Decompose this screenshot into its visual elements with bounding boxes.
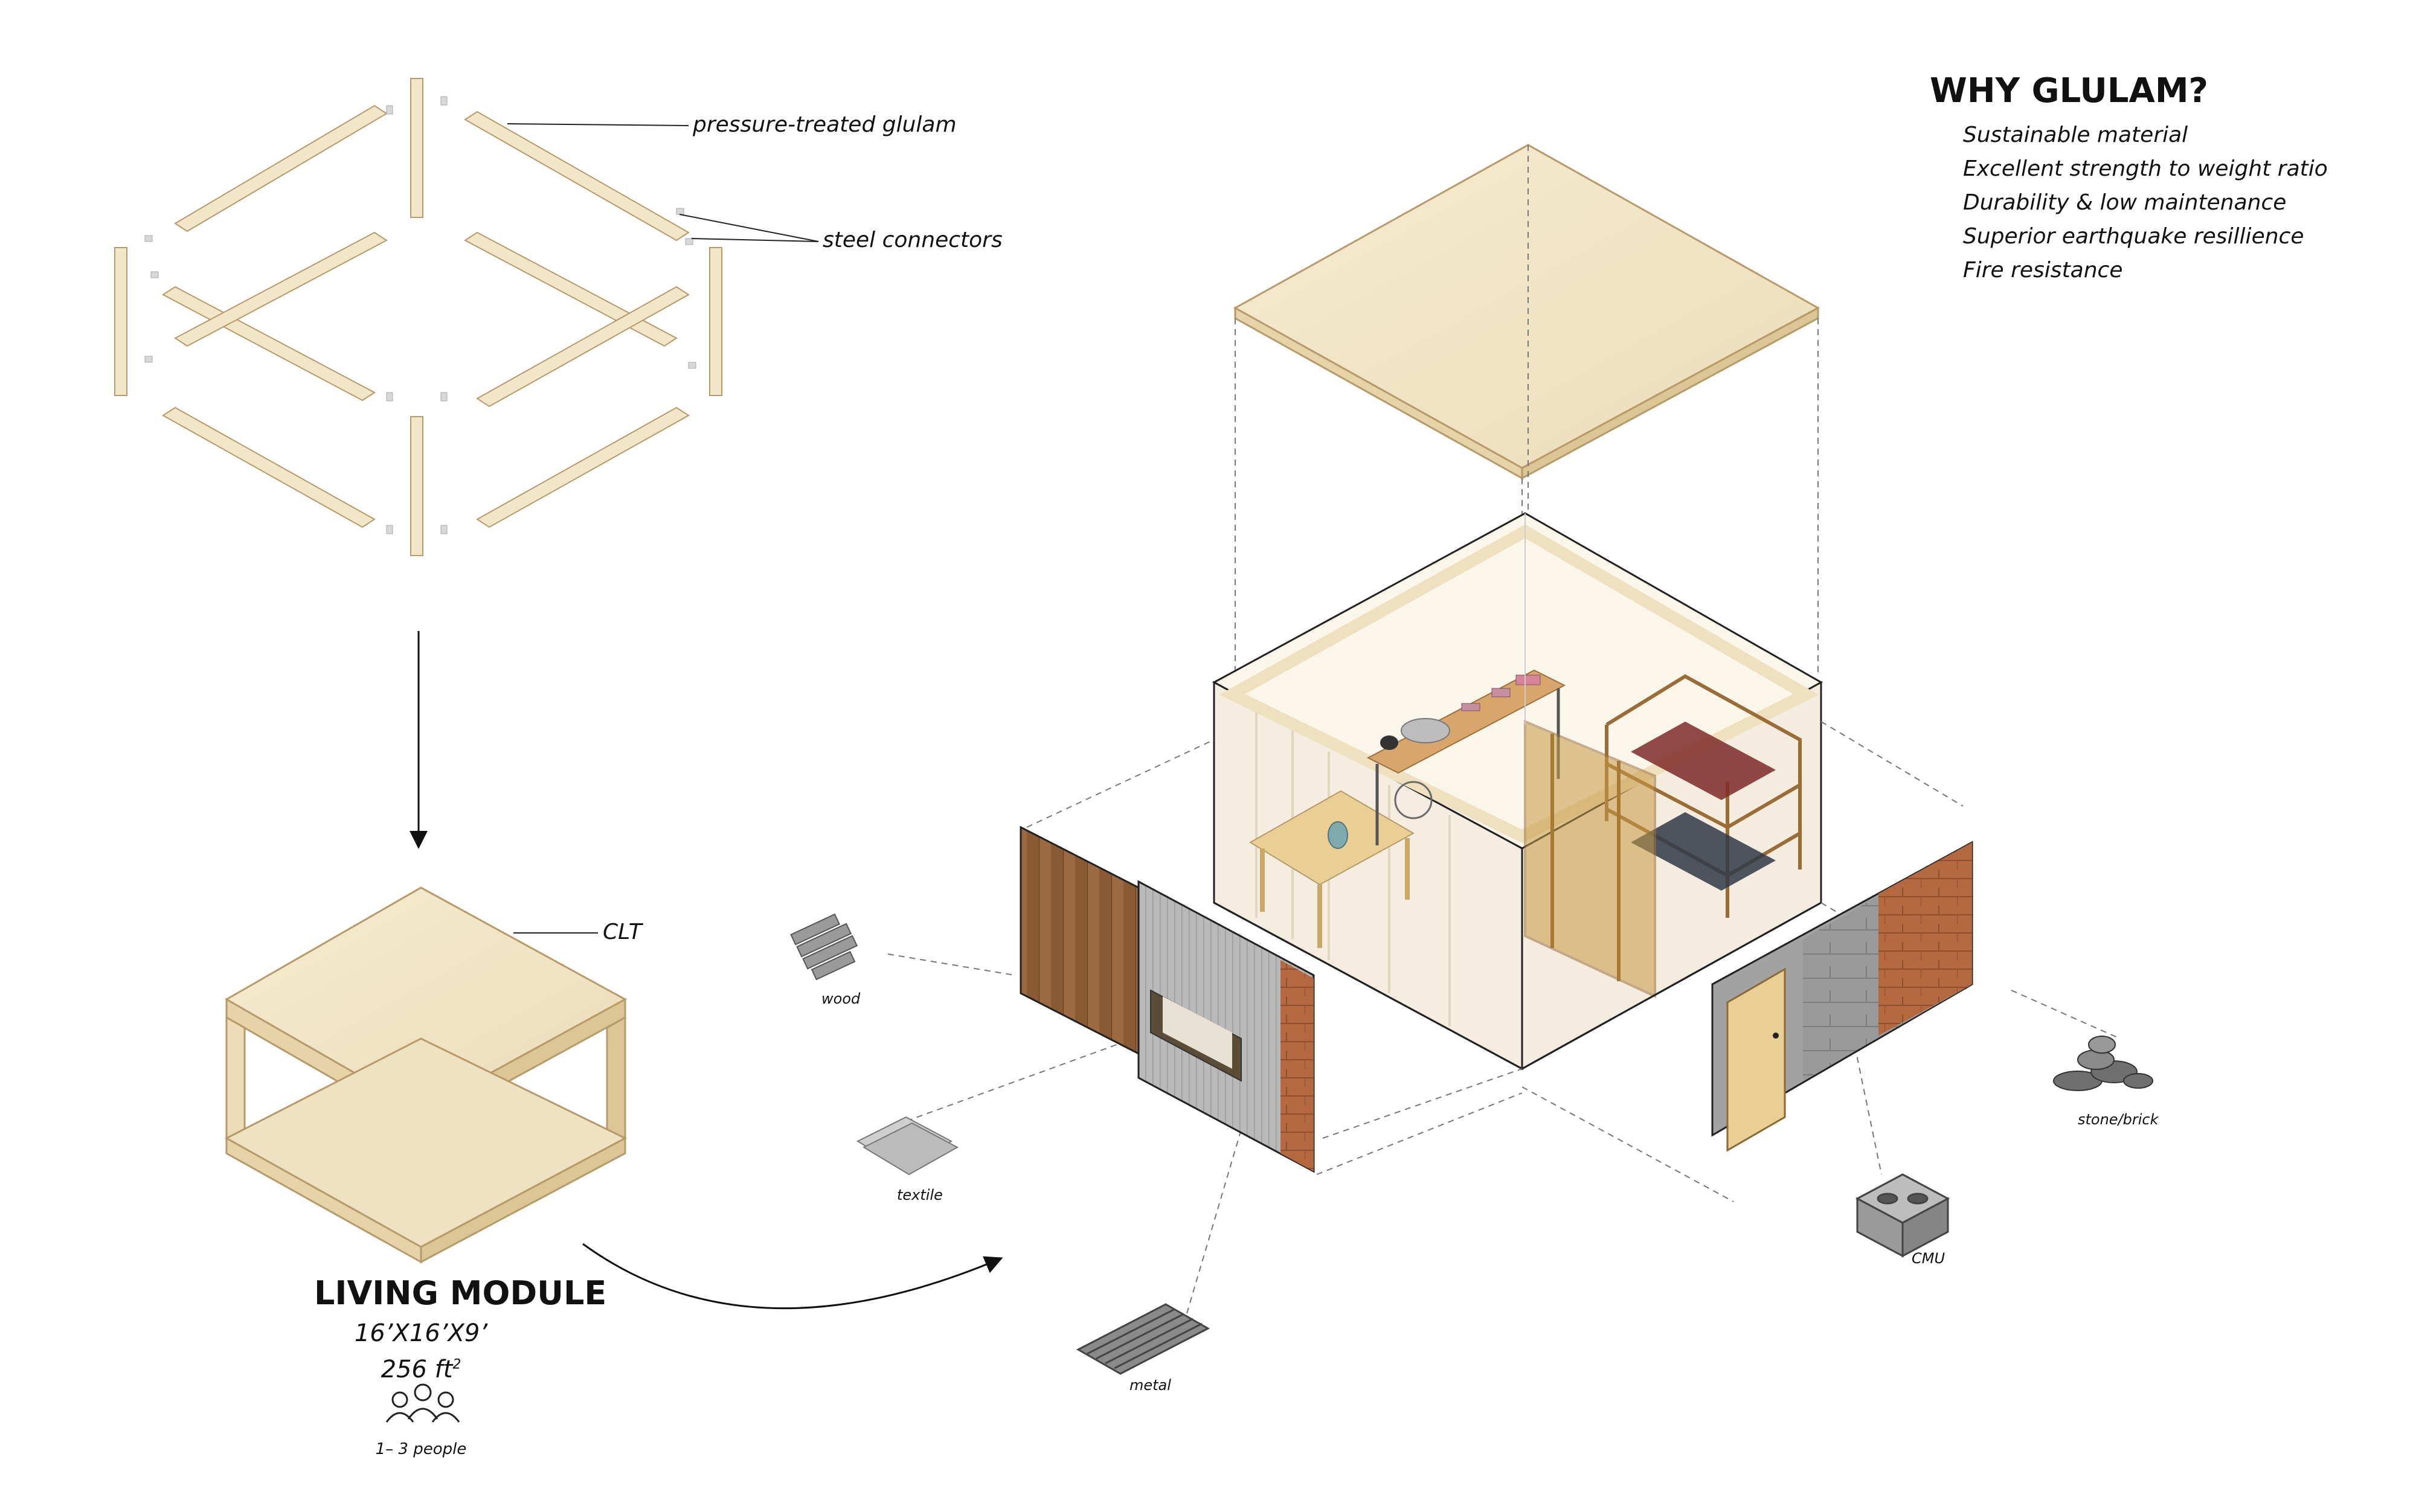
glulam-post: [709, 247, 722, 396]
module-occupancy: 1– 3 people: [375, 1440, 467, 1458]
glulam-beam: [464, 111, 690, 242]
leader-line-connectors: [691, 238, 819, 242]
why-glulam-item: Durability & low maintenance: [1963, 190, 2287, 215]
cmu-block-icon: [1855, 1173, 1950, 1258]
glulam-beam: [162, 286, 376, 402]
module-area: 256 ft2: [381, 1356, 461, 1383]
dashed-guides: [1235, 145, 1819, 676]
module-area-unit-sup: 2: [452, 1357, 461, 1373]
module-title: LIVING MODULE: [314, 1274, 607, 1312]
glulam-frame-exploded: [114, 78, 722, 556]
label-metal: metal: [1129, 1377, 1171, 1394]
label-steel-connectors: steel connectors: [823, 228, 1003, 252]
stone-material-icon: [2053, 1036, 2153, 1091]
label-glulam: pressure-treated glulam: [693, 112, 957, 137]
why-glulam-item: Sustainable material: [1963, 123, 2188, 147]
people-icon: [385, 1383, 460, 1423]
glulam-beam: [174, 104, 388, 232]
label-stone-brick: stone/brick: [2078, 1111, 2159, 1128]
metal-material-icon: [1076, 1303, 1210, 1375]
glulam-post: [410, 78, 423, 218]
glulam-beam: [476, 406, 690, 528]
why-glulam-item: Excellent strength to weight ratio: [1963, 156, 2328, 181]
module-box: [1212, 512, 1823, 1071]
leader-line-glulam: [507, 123, 689, 126]
glulam-beam: [162, 406, 376, 528]
glulam-post: [114, 247, 127, 396]
why-glulam-item: Fire resistance: [1963, 258, 2123, 283]
module-area-value: 256 ft: [381, 1356, 453, 1383]
glulam-beam: [174, 231, 388, 347]
label-clt: CLT: [603, 920, 642, 944]
leader-line-connectors: [679, 214, 819, 242]
curved-arrow: [582, 1243, 1003, 1310]
glulam-post: [410, 416, 423, 556]
left-wall-panel: [1020, 825, 1315, 1173]
module-dimensions: 16’X16’X9’: [354, 1319, 488, 1347]
roof-panel: [1233, 144, 1820, 480]
steel-connectors: [144, 96, 696, 534]
why-glulam-title: WHY GLULAM?: [1930, 71, 2209, 111]
glulam-beam: [476, 286, 690, 408]
label-textile: textile: [897, 1187, 943, 1203]
glulam-beam: [464, 231, 678, 347]
wood-material-icon: [790, 913, 858, 981]
label-wood: wood: [821, 990, 861, 1007]
right-wall-panel: [1711, 841, 1973, 1152]
label-cmu: CMU: [1912, 1250, 1945, 1267]
textile-material-icon: [856, 1116, 959, 1176]
why-glulam-item: Superior earthquake resillience: [1963, 224, 2304, 249]
why-glulam-list: Sustainable material Excellent strength …: [1963, 118, 2328, 287]
clt-module: [224, 886, 628, 1264]
